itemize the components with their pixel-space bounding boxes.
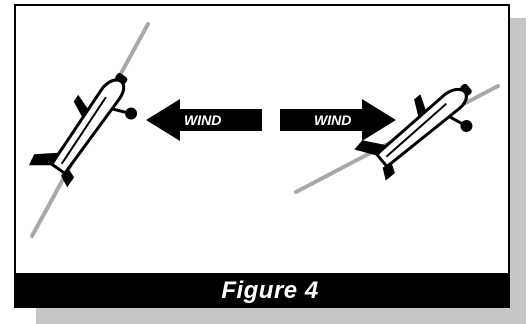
right-wheel — [460, 119, 473, 132]
left-wing — [73, 94, 88, 118]
left-fuselage — [50, 78, 126, 175]
left-wind-label: WIND — [184, 112, 221, 128]
right-arrow-shape — [280, 99, 396, 141]
left-wind-arrow: WIND — [146, 99, 262, 141]
right-spinner — [460, 83, 472, 96]
right-tail — [354, 140, 388, 156]
left-stabilizer — [60, 168, 75, 188]
right-fuselage — [375, 87, 468, 169]
right-wind-arrow: WIND — [280, 99, 396, 141]
left-spinner — [115, 73, 128, 85]
caption-bar: Figure 4 — [14, 273, 510, 308]
figure-panel — [14, 4, 510, 308]
left-wheel — [125, 107, 138, 120]
left-airplane-icon — [28, 73, 138, 188]
right-stabilizer — [382, 162, 395, 181]
figure-caption: Figure 4 — [221, 276, 319, 304]
right-wind-label: WIND — [314, 112, 351, 128]
right-fuselage-stripe — [385, 102, 448, 158]
left-arrow-shape — [146, 99, 262, 141]
right-wing — [414, 94, 426, 117]
left-fuselage-stripe — [60, 96, 107, 165]
right-airplane-icon — [354, 83, 473, 181]
left-tail — [28, 152, 60, 166]
